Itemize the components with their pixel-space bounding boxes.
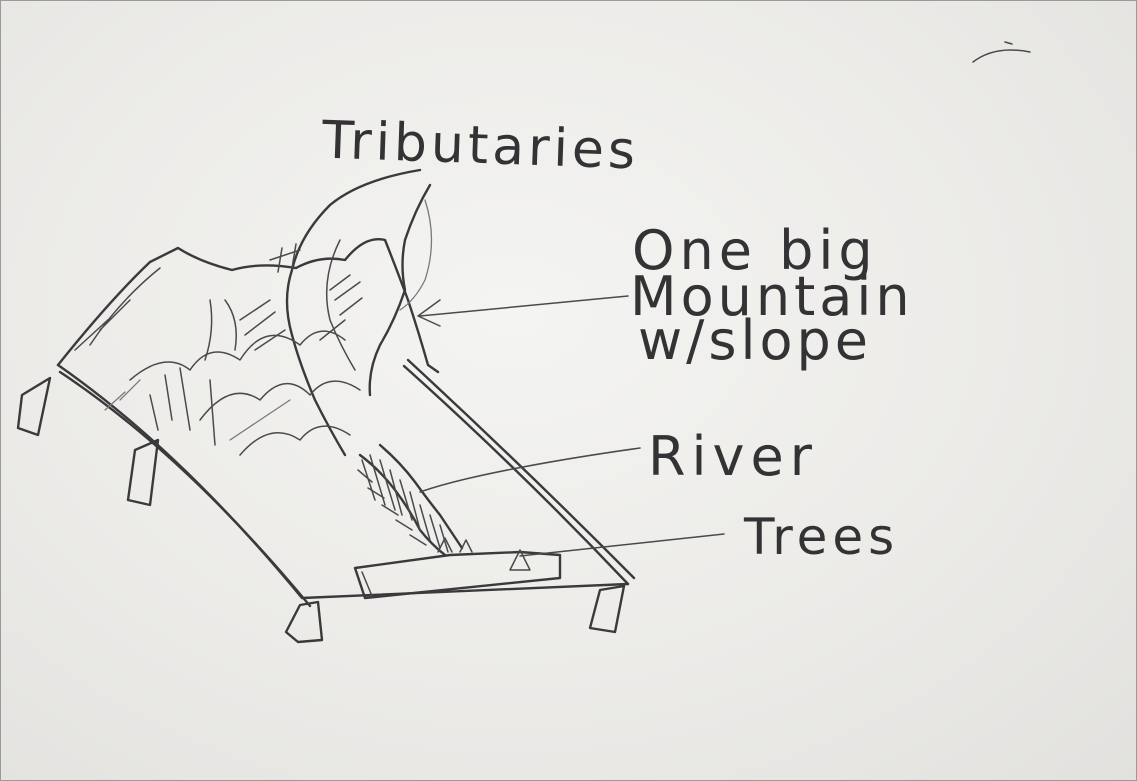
river-channel xyxy=(358,445,462,555)
table-board xyxy=(58,360,634,606)
mountain-label-line3: w/slope xyxy=(638,314,872,368)
trees-label: Trees xyxy=(744,512,899,562)
tributaries-label: Tributaries xyxy=(321,114,640,177)
river-label: River xyxy=(648,430,818,484)
mountain-pointer xyxy=(418,296,628,326)
tributaries xyxy=(270,170,432,455)
trees-pointer xyxy=(520,534,724,556)
corner-mark xyxy=(973,42,1030,62)
ridge-shading xyxy=(105,275,362,455)
mountain-outline xyxy=(58,239,438,372)
table-legs xyxy=(18,378,624,642)
